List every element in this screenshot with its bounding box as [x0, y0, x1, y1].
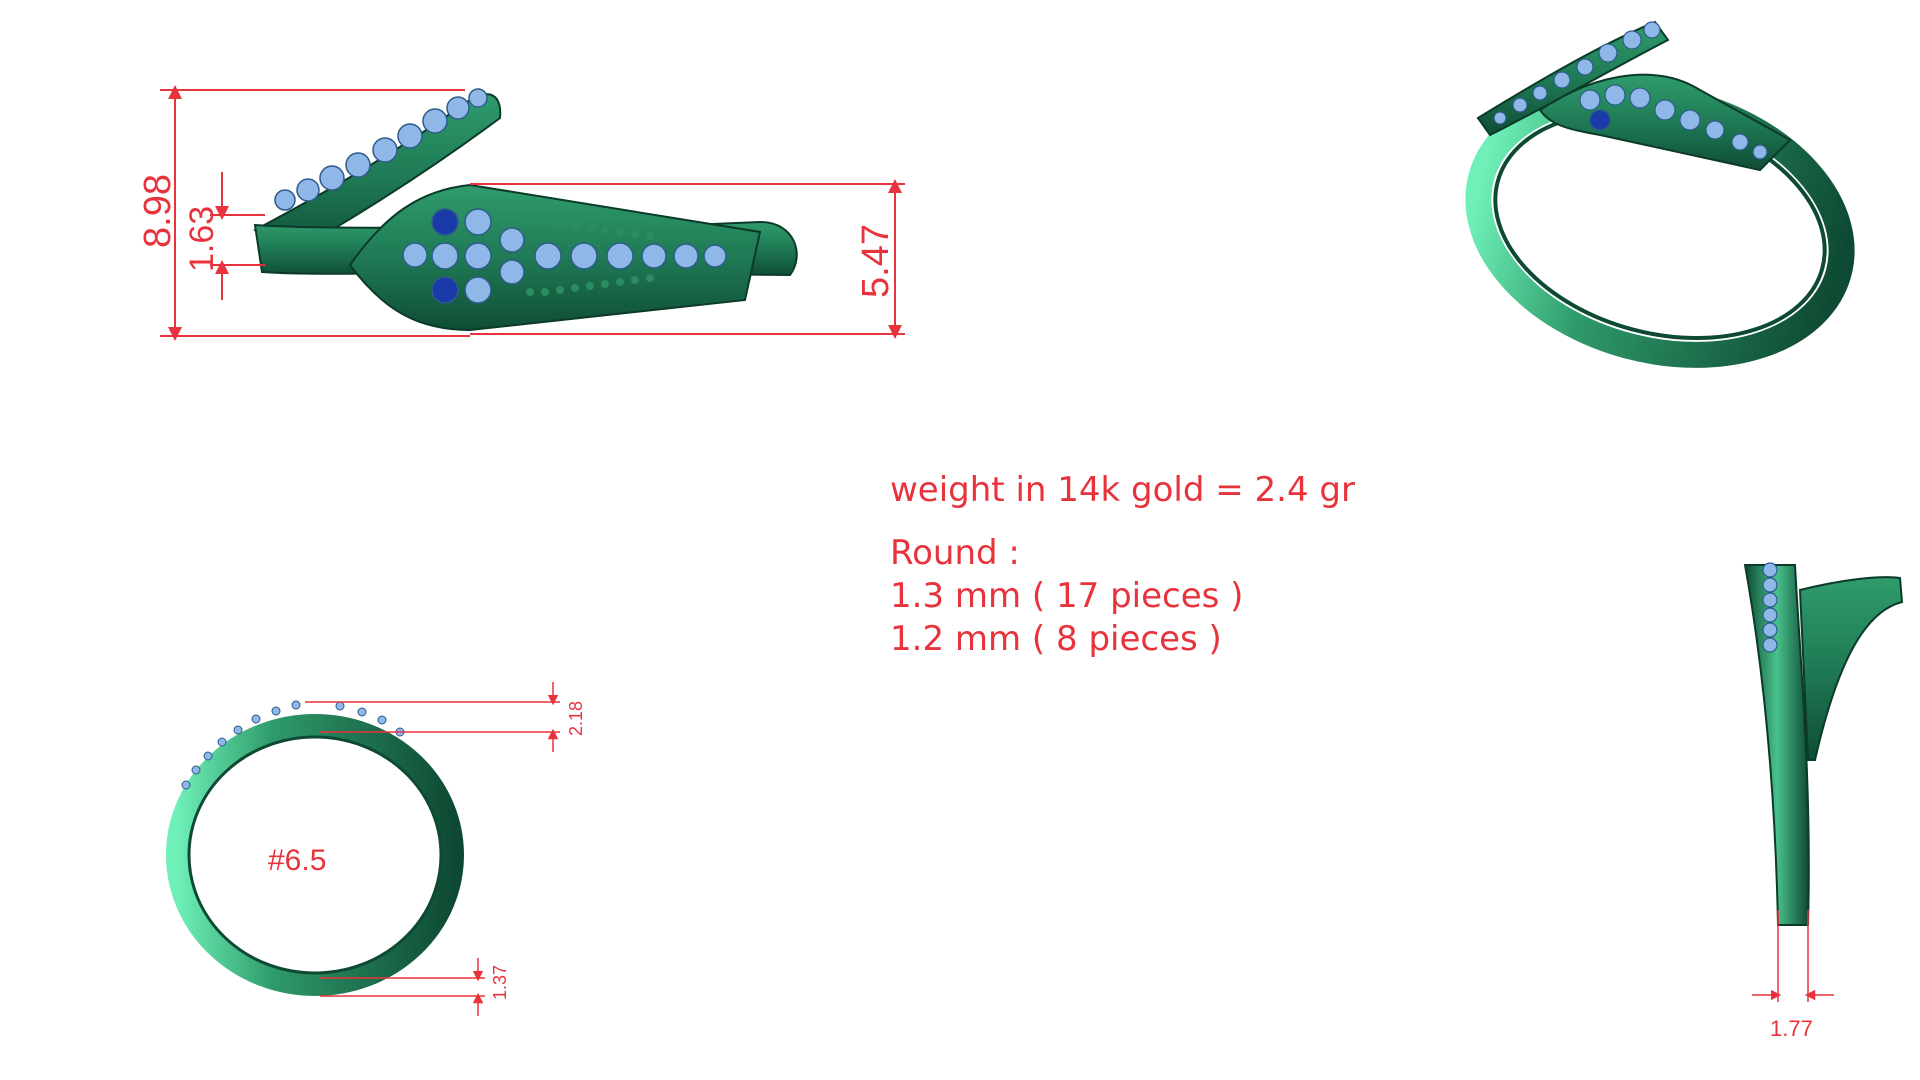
front-view-ring: [166, 700, 464, 996]
dim-top-height: 8.98: [137, 174, 179, 248]
arm-stones: [274, 88, 488, 211]
upper-arm: [253, 93, 502, 262]
weight-spec: weight in 14k gold = 2.4 gr: [890, 470, 1355, 510]
dim-front-top-thickness: 2.18: [566, 701, 586, 736]
ring-size-label: #6.5: [268, 844, 326, 877]
stone-spec-line-1: 1.3 mm ( 17 pieces ): [890, 576, 1244, 616]
side-view-dimensions: [1752, 910, 1834, 1002]
side-arm: [1798, 576, 1904, 761]
dim-front-bottom-thickness: 1.37: [490, 965, 510, 1000]
dim-top-head-height: 5.47: [855, 224, 897, 298]
dim-top-stone-width: 1.63: [183, 206, 221, 272]
stone-shape-spec: Round :: [890, 533, 1020, 573]
side-view-ring: [1743, 562, 1904, 926]
head-stones: [402, 208, 727, 304]
front-view-dimensions: [305, 682, 560, 1016]
dim-side-shank-width: 1.77: [1770, 1016, 1813, 1041]
side-shank: [1743, 564, 1810, 926]
perspective-view-ring: [1465, 20, 1855, 368]
top-view-dimensions: [160, 85, 905, 341]
top-view-ring: [253, 88, 798, 332]
perspective-stones: [1493, 21, 1768, 160]
head-beads: [526, 218, 654, 296]
front-stones: [181, 700, 405, 790]
stone-spec-line-2: 1.2 mm ( 8 pieces ): [890, 619, 1222, 659]
perspective-head: [1538, 73, 1792, 172]
side-stones: [1762, 562, 1778, 653]
